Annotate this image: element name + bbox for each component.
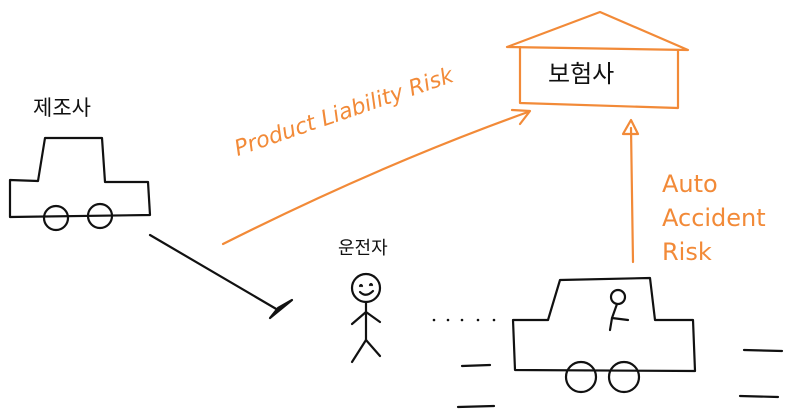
insurer-label: 보험사 bbox=[548, 62, 614, 86]
auto-accident-arrow bbox=[623, 120, 638, 262]
manufacturer-to-driver-arrow bbox=[150, 235, 292, 318]
driven-car bbox=[513, 278, 695, 392]
driver-figure bbox=[352, 274, 380, 362]
road-lines bbox=[458, 350, 782, 407]
auto-accident-label-line2: Accident bbox=[662, 206, 766, 230]
manufacturer-car bbox=[10, 138, 150, 230]
auto-accident-label-line1: Auto bbox=[662, 172, 718, 196]
auto-accident-label-line3: Risk bbox=[662, 240, 712, 264]
driver-label: 운전자 bbox=[338, 240, 388, 258]
manufacturer-label: 제조사 bbox=[33, 98, 91, 119]
dotted-path bbox=[433, 319, 496, 322]
